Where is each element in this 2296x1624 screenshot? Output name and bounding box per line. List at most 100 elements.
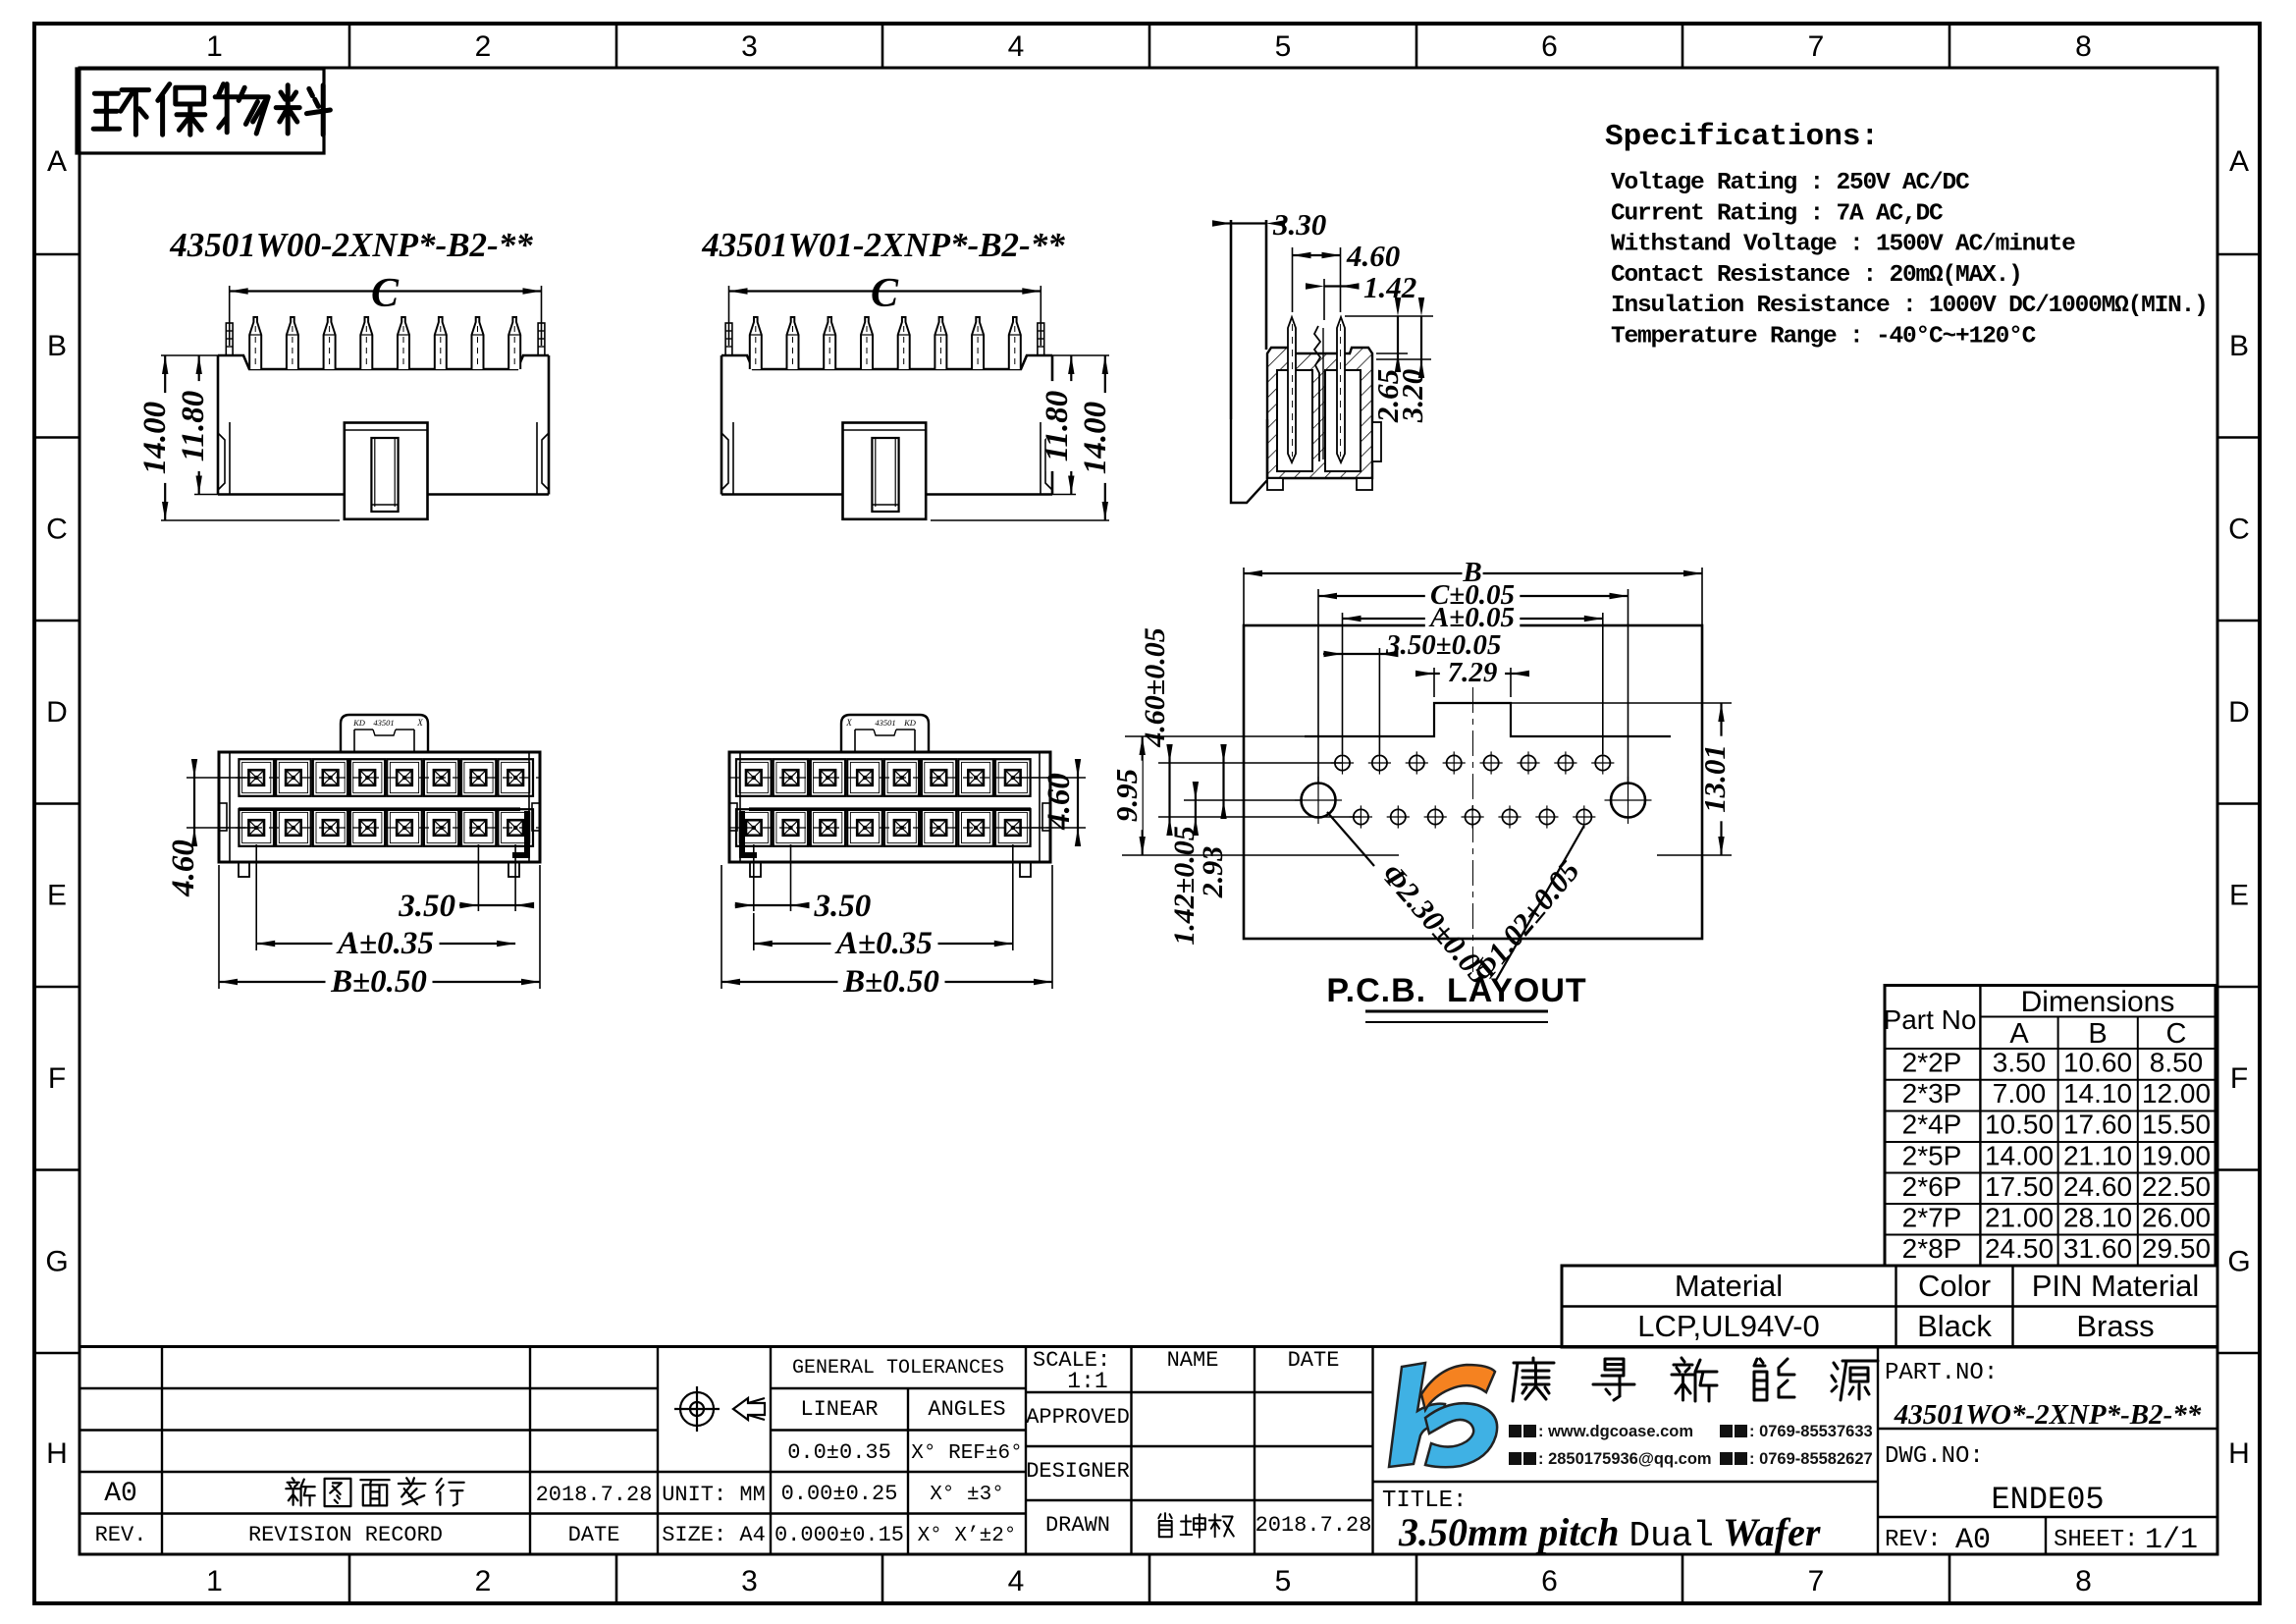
svg-text:4.60: 4.60 — [166, 839, 201, 897]
svg-text:REV.: REV. — [95, 1523, 147, 1547]
svg-text:2*6P: 2*6P — [1902, 1171, 1962, 1202]
svg-text:2*8P: 2*8P — [1902, 1233, 1962, 1264]
svg-text:Specifications:: Specifications: — [1605, 120, 1879, 154]
svg-text:A±0.35: A±0.35 — [336, 926, 434, 961]
svg-text:3.50mm pitch Dual Wafer: 3.50mm pitch Dual Wafer — [1398, 1510, 1821, 1556]
svg-text:24.50: 24.50 — [1985, 1233, 2054, 1264]
svg-text:4.60: 4.60 — [1041, 773, 1077, 831]
svg-text:1/1: 1/1 — [2145, 1524, 2198, 1557]
svg-text:8: 8 — [2075, 1565, 2092, 1597]
svg-text:C: C — [46, 514, 68, 546]
svg-text:A: A — [2229, 145, 2249, 178]
svg-text:UNIT: MM: UNIT: MM — [662, 1483, 766, 1507]
svg-text:28.10: 28.10 — [2063, 1203, 2132, 1233]
svg-text:H: H — [2228, 1437, 2250, 1470]
svg-text:1.42±0.05: 1.42±0.05 — [1168, 826, 1201, 945]
svg-text:2: 2 — [475, 30, 492, 63]
svg-text:14.10: 14.10 — [2063, 1078, 2132, 1109]
svg-text:22.50: 22.50 — [2142, 1171, 2211, 1202]
svg-text:17.50: 17.50 — [1985, 1171, 2054, 1202]
svg-text:PART.NO:: PART.NO: — [1885, 1360, 1998, 1386]
svg-text:43501W01-2XNP*-B2-**: 43501W01-2XNP*-B2-** — [701, 226, 1065, 264]
svg-text:GENERAL TOLERANCES: GENERAL TOLERANCES — [792, 1357, 1004, 1380]
svg-text:2.93: 2.93 — [1197, 846, 1229, 899]
svg-text:Brass: Brass — [2076, 1309, 2154, 1343]
svg-text:31.60: 31.60 — [2063, 1233, 2132, 1264]
svg-text:17.60: 17.60 — [2063, 1110, 2132, 1140]
svg-text:REVISION RECORD: REVISION RECORD — [248, 1523, 443, 1547]
svg-text:0.0±0.35: 0.0±0.35 — [787, 1440, 891, 1465]
svg-text:X: X — [845, 718, 852, 728]
svg-text:REV:: REV: — [1885, 1527, 1942, 1553]
svg-text:B: B — [1462, 557, 1481, 588]
svg-text:2*2P: 2*2P — [1902, 1048, 1962, 1078]
svg-text:14.00: 14.00 — [1078, 402, 1113, 474]
svg-text:Voltage Rating : 250V AC/DC: Voltage Rating : 250V AC/DC — [1611, 170, 1970, 196]
svg-text:26.00: 26.00 — [2142, 1203, 2211, 1233]
svg-text:1:1: 1:1 — [1067, 1369, 1107, 1394]
svg-text:E: E — [2229, 880, 2249, 912]
svg-text:B±0.50: B±0.50 — [842, 964, 939, 1000]
svg-text:DWG.NO:: DWG.NO: — [1885, 1443, 1984, 1470]
svg-text:Withstand Voltage : 1500V AC/m: Withstand Voltage : 1500V AC/minute — [1611, 232, 2075, 258]
svg-text:C: C — [2228, 514, 2250, 546]
svg-text:SCALE:: SCALE: — [1033, 1348, 1110, 1373]
svg-text:21.10: 21.10 — [2063, 1140, 2132, 1170]
svg-text:14.00: 14.00 — [137, 402, 173, 474]
svg-text:F: F — [48, 1062, 66, 1095]
svg-text:X: X — [416, 718, 423, 728]
svg-text:7.29: 7.29 — [1448, 657, 1498, 688]
svg-text:3.50: 3.50 — [1993, 1048, 2047, 1078]
svg-text:: 2850175936@qq.com: : 2850175936@qq.com — [1538, 1450, 1712, 1468]
svg-text:9.95: 9.95 — [1109, 769, 1144, 822]
svg-text:2018.7.28: 2018.7.28 — [1255, 1513, 1372, 1538]
svg-text:: www.dgcoase.com: : www.dgcoase.com — [1538, 1423, 1693, 1440]
svg-text:43501W00-2XNP*-B2-**: 43501W00-2XNP*-B2-** — [169, 226, 533, 264]
svg-text:Material: Material — [1675, 1269, 1783, 1303]
svg-text:F: F — [2230, 1062, 2248, 1095]
svg-text:ENDE05: ENDE05 — [1991, 1482, 2104, 1518]
svg-text:X° ±3°: X° ±3° — [930, 1484, 1004, 1506]
svg-text:2*5P: 2*5P — [1902, 1140, 1962, 1170]
svg-text:E: E — [47, 880, 67, 912]
svg-text:21.00: 21.00 — [1985, 1203, 2054, 1233]
svg-text:A0: A0 — [104, 1479, 137, 1509]
svg-text:3.30: 3.30 — [1272, 207, 1326, 242]
svg-text:SHEET:: SHEET: — [2054, 1527, 2138, 1553]
svg-text:11.80: 11.80 — [176, 391, 211, 461]
svg-text:Current Rating : 7A AC,DC: Current Rating : 7A AC,DC — [1611, 200, 1944, 227]
svg-text:3.50: 3.50 — [814, 889, 872, 924]
svg-text:43501WO*-2XNP*-B2-**: 43501WO*-2XNP*-B2-** — [1894, 1399, 2202, 1431]
svg-text:A: A — [47, 145, 67, 178]
svg-text:Part No: Part No — [1884, 1004, 1977, 1035]
svg-text:D: D — [2228, 696, 2250, 729]
svg-text:APPROVED: APPROVED — [1026, 1405, 1130, 1430]
svg-text:1.42: 1.42 — [1363, 270, 1416, 304]
svg-text:5: 5 — [1275, 1565, 1292, 1597]
svg-text:C±0.05: C±0.05 — [1430, 579, 1515, 611]
svg-text:PIN Material: PIN Material — [2032, 1269, 2200, 1303]
svg-text:14.00: 14.00 — [1985, 1140, 2054, 1170]
svg-text:Insulation Resistance : 1000V: Insulation Resistance : 1000V DC/1000MΩ(… — [1611, 293, 2208, 319]
svg-text:B: B — [2229, 330, 2249, 362]
svg-text:10.60: 10.60 — [2063, 1048, 2132, 1078]
svg-text:15.50: 15.50 — [2142, 1110, 2211, 1140]
svg-text:Dimensions: Dimensions — [2021, 986, 2175, 1018]
svg-text:3: 3 — [741, 30, 758, 63]
svg-text:3.50±0.05: 3.50±0.05 — [1385, 629, 1501, 661]
svg-text:DATE: DATE — [568, 1523, 620, 1547]
svg-text:ANGLES: ANGLES — [928, 1397, 1005, 1422]
svg-text:KD: KD — [352, 718, 366, 728]
svg-text:4: 4 — [1008, 1565, 1025, 1597]
svg-text:1: 1 — [206, 30, 223, 63]
svg-text:43501: 43501 — [373, 718, 394, 728]
svg-text:H: H — [46, 1437, 68, 1470]
svg-text:8.50: 8.50 — [2150, 1048, 2204, 1078]
svg-text:3.50: 3.50 — [398, 889, 455, 924]
svg-text:5: 5 — [1275, 30, 1292, 63]
svg-text:0.00±0.25: 0.00±0.25 — [781, 1482, 898, 1506]
svg-text:B: B — [47, 330, 67, 362]
svg-text:2: 2 — [475, 1565, 492, 1597]
svg-text:C: C — [371, 271, 400, 316]
svg-text:DESIGNER: DESIGNER — [1026, 1459, 1130, 1484]
